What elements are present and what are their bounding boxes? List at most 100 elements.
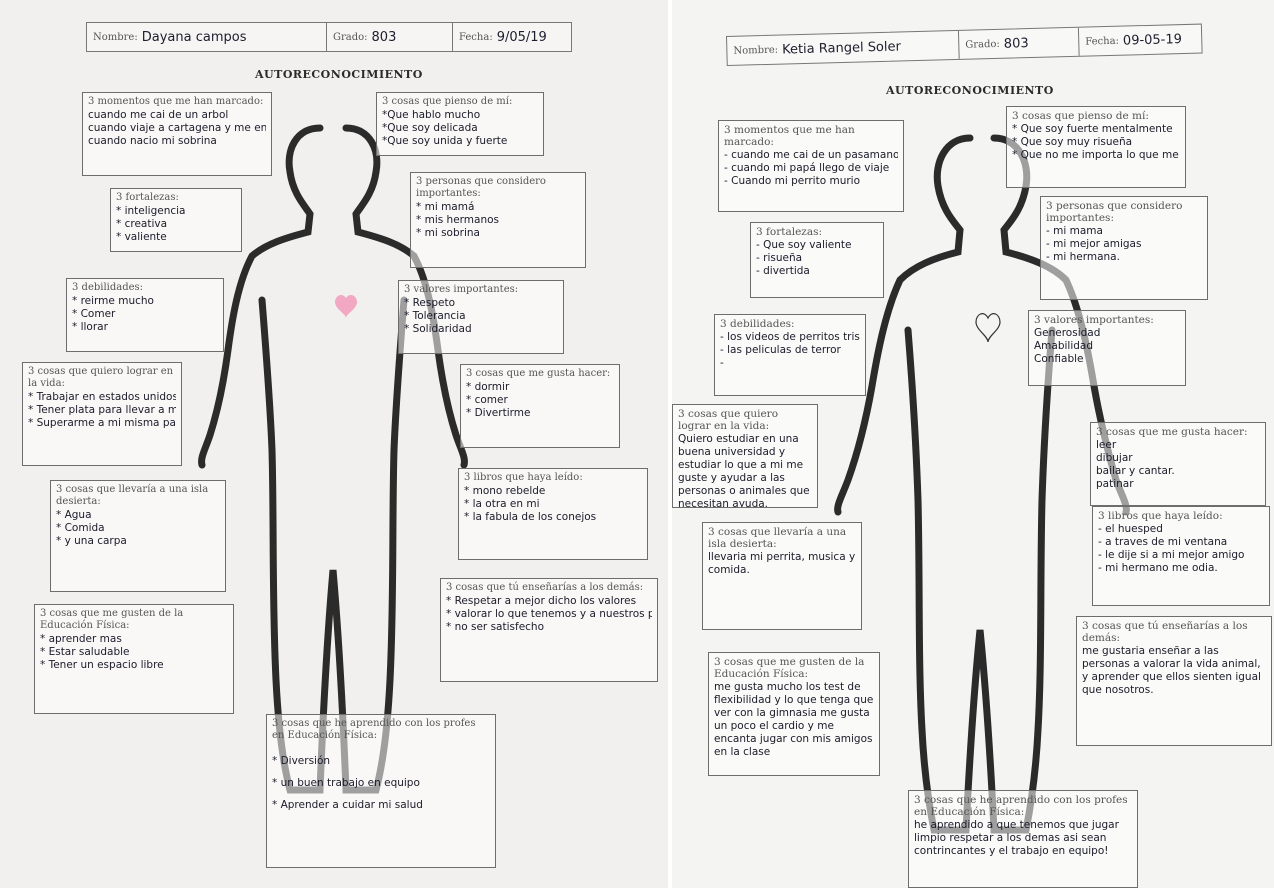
pe-learned-title: 3 cosas que he aprendido con los profes … <box>272 718 490 742</box>
list-item: * comer <box>466 394 614 407</box>
achieve-box: 3 cosas que quiero lograr en la vida: * … <box>22 362 182 466</box>
teach-text: me gustaria enseñar a las personas a val… <box>1082 645 1266 697</box>
list-item: * Comida <box>56 522 220 535</box>
teach-title: 3 cosas que tú enseñarías a los demás: <box>1082 620 1266 644</box>
grade-cell: Grado: 803 <box>327 23 453 51</box>
strengths-title: 3 fortalezas: <box>116 192 236 204</box>
list-item: * Comer <box>72 308 218 321</box>
list-item: - cuando mi papá llego de viaje <box>724 162 898 175</box>
weaknesses-title: 3 debilidades: <box>72 282 218 294</box>
list-item: * inteligencia <box>116 205 236 218</box>
moments-box: 3 momentos que me han marcado: - cuando … <box>718 120 904 212</box>
list-item: * Diversión <box>272 750 490 772</box>
grade-cell: Grado:803 <box>959 28 1080 59</box>
people-title: 3 personas que considero importantes: <box>416 176 580 200</box>
list-item: - el huesped <box>1098 523 1264 536</box>
grade-label: Grado: <box>333 32 368 43</box>
grade-label: Grado: <box>965 38 1000 50</box>
moments-box: 3 momentos que me han marcado: cuando me… <box>82 92 272 176</box>
list-item: * llorar <box>72 321 218 334</box>
list-item: cuando viaje a cartagena y me enferme <box>88 122 266 135</box>
list-item: - <box>720 357 860 370</box>
achieve-box: 3 cosas que quiero lograr en la vida: Qu… <box>672 404 818 508</box>
list-item: * Que no me importa lo que me digan <box>1012 149 1180 162</box>
worksheet-title: AUTORECONOCIMIENTO <box>255 68 423 81</box>
grade-value: 803 <box>372 30 397 45</box>
header-row: Nombre:Dayana campos Grado: 803 Fecha: 9/0… <box>86 22 572 52</box>
date-value: 09-05-19 <box>1123 32 1182 49</box>
date-cell: Fecha: 09-05-19 <box>1079 25 1202 56</box>
pe-learned-text: he aprendido a que tenemos que jugar lim… <box>914 819 1132 858</box>
list-item: * la fabula de los conejos <box>464 511 642 524</box>
list-item: cuando me cai de un arbol <box>88 109 266 122</box>
island-box: 3 cosas que llevaría a una isla desierta… <box>50 480 226 592</box>
list-item: * valorar lo que tenemos y a nuestros pa… <box>446 608 652 621</box>
list-item: *Que soy unida y fuerte <box>382 135 538 148</box>
island-title: 3 cosas que llevaría a una isla desierta… <box>708 526 856 550</box>
pe-learned-title: 3 cosas que he aprendido con los profes … <box>914 794 1132 818</box>
books-box: 3 libros que haya leído: * mono rebelde*… <box>458 468 648 560</box>
date-value: 9/05/19 <box>497 30 547 45</box>
name-cell: Nombre:Dayana campos <box>87 23 327 51</box>
worksheet-left: Nombre:Dayana campos Grado: 803 Fecha: 9/0… <box>0 0 668 888</box>
list-item: * creativa <box>116 218 236 231</box>
list-item: * aprender mas <box>40 633 228 646</box>
values-box: 3 valores importantes: * Respeto* Tolera… <box>398 280 564 354</box>
student-name: Ketia Rangel Soler <box>782 39 901 57</box>
weaknesses-box: 3 debilidades: - los videos de perritos … <box>714 314 866 396</box>
list-item: * mono rebelde <box>464 485 642 498</box>
achieve-title: 3 cosas que quiero lograr en la vida: <box>28 366 176 390</box>
list-item: Amabilidad <box>1034 340 1180 353</box>
student-name: Dayana campos <box>142 30 247 45</box>
moments-title: 3 momentos que me han marcado: <box>88 96 266 108</box>
list-item: - Cuando mi perrito murio <box>724 175 898 188</box>
list-item: * Agua <box>56 509 220 522</box>
list-item: bailar y cantar. <box>1096 465 1260 478</box>
list-item: - mi hermana. <box>1046 251 1202 264</box>
list-item: *Que hablo mucho <box>382 109 538 122</box>
island-title: 3 cosas que llevaría a una isla desierta… <box>56 484 220 508</box>
heart-icon <box>335 295 357 318</box>
list-item: Confiable <box>1034 353 1180 366</box>
name-cell: Nombre:Ketia Rangel Soler <box>727 31 960 65</box>
pe-likes-title: 3 cosas que me gusten de la Educación Fí… <box>714 656 874 680</box>
list-item: * Trabajar en estados unidos <box>28 391 176 404</box>
list-item: * Estar saludable <box>40 646 228 659</box>
list-item: - las peliculas de terror <box>720 344 860 357</box>
list-item: * y una carpa <box>56 535 220 548</box>
teach-box: 3 cosas que tú enseñarías a los demás: m… <box>1076 616 1272 746</box>
list-item: * Aprender a cuidar mi salud <box>272 794 490 816</box>
list-item: - Que soy valiente <box>756 239 878 252</box>
list-item: * no ser satisfecho <box>446 621 652 634</box>
list-item: Generosidad <box>1034 327 1180 340</box>
list-item: - mi mejor amigas <box>1046 238 1202 251</box>
list-item: * valiente <box>116 231 236 244</box>
achieve-text: Quiero estudiar en una buena universidad… <box>678 433 812 508</box>
island-box: 3 cosas que llevaría a una isla desierta… <box>702 522 862 630</box>
list-item: * mi mamá <box>416 201 580 214</box>
list-item: * reirme mucho <box>72 295 218 308</box>
books-box: 3 libros que haya leído: - el huesped- a… <box>1092 506 1270 606</box>
date-label: Fecha: <box>459 32 493 43</box>
list-item: patinar <box>1096 478 1260 491</box>
date-label: Fecha: <box>1085 35 1119 47</box>
think-box: 3 cosas que pienso de mí: *Que hablo muc… <box>376 92 544 156</box>
list-item: * Que soy muy risueña <box>1012 136 1180 149</box>
think-title: 3 cosas que pienso de mí: <box>382 96 538 108</box>
values-title: 3 valores importantes: <box>404 284 558 296</box>
list-item: * Tener plata para llevar a mi mamá <box>28 404 176 417</box>
pe-likes-box: 3 cosas que me gusten de la Educación Fí… <box>708 652 880 776</box>
list-item: * Tolerancia <box>404 310 558 323</box>
list-item: *Que soy delicada <box>382 122 538 135</box>
weaknesses-title: 3 debilidades: <box>720 318 860 330</box>
island-text: llevaria mi perrita, musica y comida. <box>708 551 856 577</box>
list-item: - divertida <box>756 265 878 278</box>
list-item: * Superarme a mi misma para callar a la … <box>28 417 176 430</box>
list-item: * mis hermanos <box>416 214 580 227</box>
list-item: - mi hermano me odia. <box>1098 562 1264 575</box>
list-item: * Que soy fuerte mentalmente <box>1012 123 1180 136</box>
likes-title: 3 cosas que me gusta hacer: <box>1096 426 1260 438</box>
list-item: - cuando me cai de un pasamanos <box>724 149 898 162</box>
pe-learned-box: 3 cosas que he aprendido con los profes … <box>908 790 1138 888</box>
